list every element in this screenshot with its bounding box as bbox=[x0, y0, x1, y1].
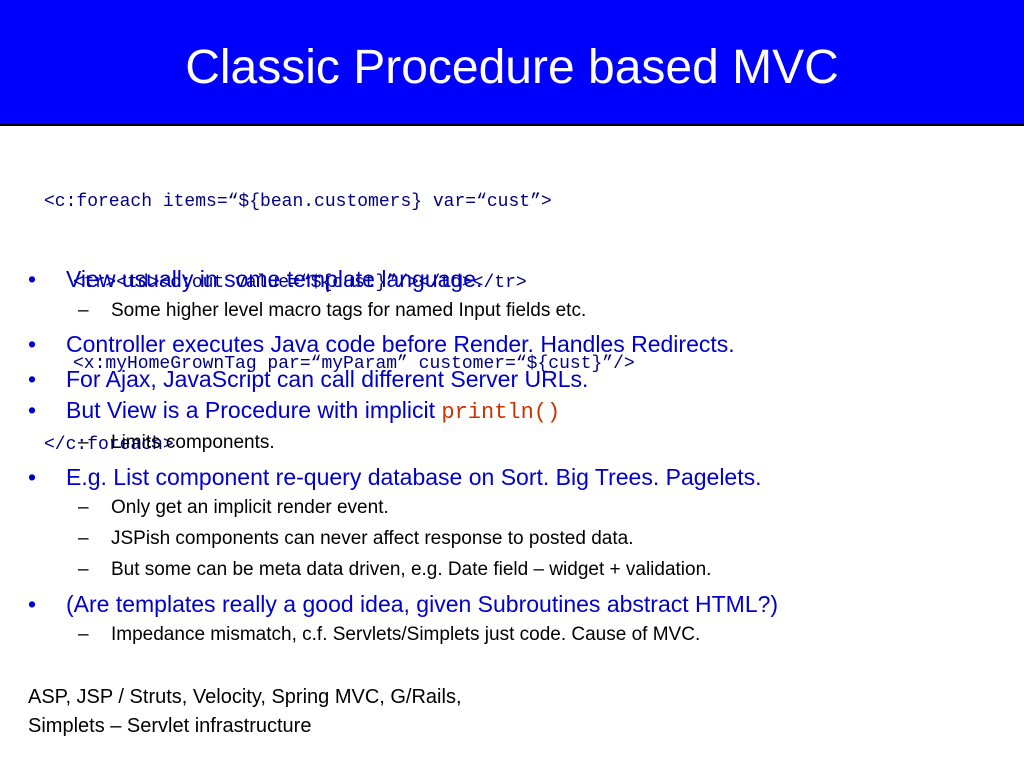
bullet-marker: • bbox=[28, 464, 37, 490]
dash-marker: – bbox=[78, 497, 89, 518]
bullet-text: But View is a Procedure with implicit bbox=[66, 397, 442, 423]
bullet-text: View usually in some template language. bbox=[66, 266, 483, 292]
sub-bullet-text: JSPish components can never affect respo… bbox=[111, 528, 634, 549]
bullet-text: E.g. List component re-query database on… bbox=[66, 464, 762, 490]
bullet-text: For Ajax, JavaScript can call different … bbox=[66, 366, 589, 392]
bullet-marker: • bbox=[28, 366, 37, 392]
sub-bullet-text: Impedance mismatch, c.f. Servlets/Simple… bbox=[111, 624, 701, 645]
footer-line: ASP, JSP / Struts, Velocity, Spring MVC,… bbox=[28, 686, 462, 708]
dash-marker: – bbox=[78, 432, 89, 453]
bullet-marker: • bbox=[28, 266, 37, 292]
sub-bullet-text: Only get an implicit render event. bbox=[111, 497, 389, 518]
sub-bullet-text: But some can be meta data driven, e.g. D… bbox=[111, 559, 712, 580]
sub-bullet-text: Limits components. bbox=[111, 432, 275, 453]
title-band: Classic Procedure based MVC bbox=[0, 0, 1024, 126]
dash-marker: – bbox=[78, 559, 89, 580]
code-line: <x:myHomeGrownTag par=“myParam” customer… bbox=[73, 354, 635, 374]
slide-title: Classic Procedure based MVC bbox=[185, 41, 839, 94]
bullet-text: (Are templates really a good idea, given… bbox=[66, 591, 779, 617]
code-line: </c:foreach> bbox=[44, 435, 174, 455]
sub-bullet-text: Some higher level macro tags for named I… bbox=[111, 300, 587, 321]
code-snippet: println() bbox=[441, 400, 561, 425]
footer-line: Simplets – Servlet infrastructure bbox=[28, 715, 312, 737]
code-line: <tr><td><c:out value=“${cust}”/></td></t… bbox=[73, 273, 527, 293]
bullet-marker: • bbox=[28, 331, 37, 357]
dash-marker: – bbox=[78, 528, 89, 549]
code-block: <c:foreach items=“${bean.customers} var=… bbox=[44, 135, 635, 486]
code-line: <c:foreach items=“${bean.customers} var=… bbox=[44, 192, 552, 212]
bullet-marker: • bbox=[28, 397, 37, 423]
dash-marker: – bbox=[78, 300, 89, 321]
bullet-text: Controller executes Java code before Ren… bbox=[66, 331, 735, 357]
dash-marker: – bbox=[78, 624, 89, 645]
bullet-marker: • bbox=[28, 591, 37, 617]
